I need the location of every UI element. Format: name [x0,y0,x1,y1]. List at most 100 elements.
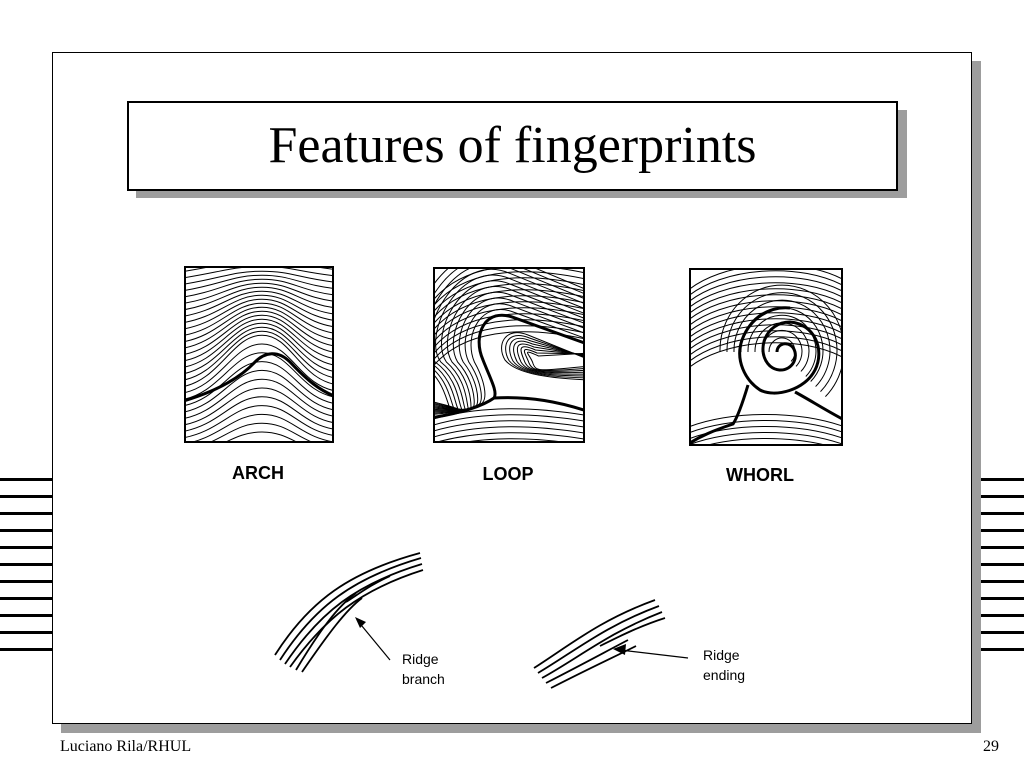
arch-ridge-line [185,330,333,381]
arch-ridge-line [185,267,333,279]
arch-ridge-line [185,326,333,374]
loop-inner-ridge [516,343,584,374]
whorl-top-ridge [690,324,842,350]
arch-frame [184,266,334,443]
loop-top-ridge [434,319,584,355]
loop-outer-ridge [434,268,584,415]
whorl-base-ridge [706,438,827,445]
stripe-line [978,546,1024,549]
loop-inner-ridge [523,349,584,372]
loop-inner-ridge [527,351,584,371]
whorl-top-ridge [690,336,842,362]
stripe-line [978,597,1024,600]
whorl-spiral-ridge [738,306,821,395]
whorl-base-ridge [690,414,842,428]
loop-label: LOOP [482,464,533,484]
whorl-ring-ridge [754,322,810,372]
whorl-base-ridge [690,420,842,434]
loop-inner-ridge [513,340,584,375]
arch-ridge-line [185,310,333,349]
loop-base-ridge [463,438,567,442]
arch-ridge-line [185,352,333,400]
arch-ridge-line [185,369,333,413]
whorl-base-ridge [690,432,842,445]
arch-ridge-line [185,361,333,406]
loop-top-ridge [434,271,584,307]
whorl-left-delta [690,384,750,445]
stripe-line [0,580,52,583]
whorl-top-ridge [690,342,842,368]
arch-ridge-line [185,314,333,355]
whorl-top-ridge [690,269,842,290]
left-decorative-stripes [0,478,52,658]
ridge-ending-illustration [533,599,666,689]
slide-title: Features of fingerprints [268,117,757,174]
stripe-line [0,512,52,515]
whorl-base-ridge [690,426,842,440]
title-box: Features of fingerprints [127,101,898,191]
loop-top-ridge [434,295,584,331]
arch-ridge-line [185,290,333,317]
whorl-ring-ridge [747,314,817,377]
loop-outer-ridge [434,268,584,414]
loop-frame [433,267,585,443]
arch-ridge-line [185,302,333,336]
arch-ridge-line [185,274,333,291]
stripe-line [0,529,52,532]
whorl-top-ridge [690,318,842,344]
whorl-frame [689,268,843,446]
stripe-line [978,529,1024,532]
stripe-line [0,597,52,600]
ridge-branch-illustration [274,552,424,673]
arch-ridge-line [185,294,333,323]
stripe-line [978,563,1024,566]
loop-inner-ridge [501,332,584,381]
arch-label: ARCH [232,463,284,483]
loop-base-ridge [430,445,590,456]
whorl-label: WHORL [726,465,794,485]
arch-ridge-line [191,413,333,442]
stripe-line [0,495,52,498]
loop-base-ridge [435,432,584,442]
arch-ridge-line [185,270,333,285]
whorl-top-ridge [690,288,842,314]
arch-ridge-line [224,431,298,442]
whorl-top-ridge [690,300,842,326]
loop-core-ridge [434,313,584,419]
whorl-right-delta [794,390,842,421]
ridge-ending-label-line1: Ridge [703,647,740,663]
arch-ridge-line [185,318,333,361]
arch-ridge-line [185,286,333,310]
whorl-ring-ridge [733,299,831,387]
stripe-line [978,512,1024,515]
arch-ridge-line [185,322,333,368]
arch-ridge-line [185,306,333,342]
whorl-top-ridge [690,306,842,332]
stripe-line [0,631,52,634]
ridge-ending-arrow [613,644,689,659]
loop-delta-ridge [493,396,584,412]
stripe-line [978,495,1024,498]
arch-ridge-line [185,396,333,432]
stripe-line [978,614,1024,617]
arch-ridge-line [185,278,333,298]
loop-base-ridge [434,420,584,432]
ridge-branch-label-line2: branch [402,671,445,687]
arch-ridge-line [185,282,333,304]
loop-top-ridge [434,289,584,325]
arch-pattern-image [184,266,334,443]
right-decorative-stripes [978,478,1024,658]
stripe-line [0,648,52,651]
stripe-line [0,563,52,566]
stripe-line [0,478,52,481]
loop-top-ridge [434,283,584,319]
arch-core-ridge [185,352,333,403]
ridge-ending-label-line2: ending [703,667,745,683]
whorl-top-ridge [690,282,842,308]
arch-ridge-line [185,405,333,438]
stripe-line [978,648,1024,651]
loop-base-ridge [434,414,584,426]
whorl-ring-ridge [768,337,796,362]
whorl-top-ridge [690,270,842,296]
